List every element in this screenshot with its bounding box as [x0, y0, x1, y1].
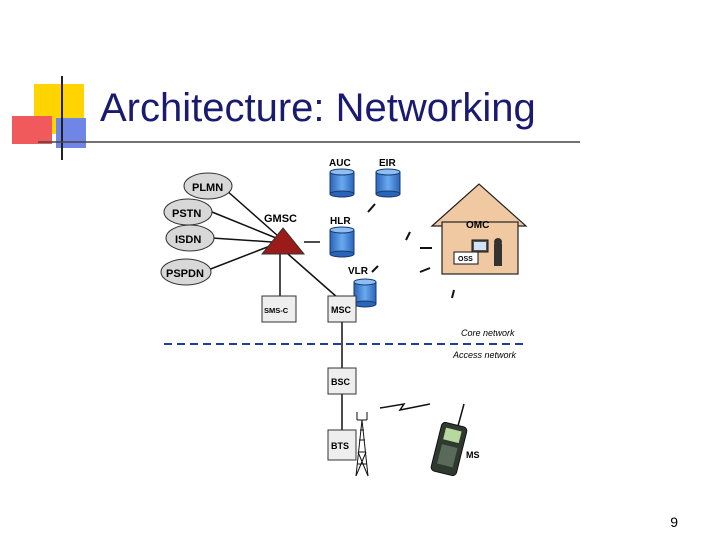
antenna-tower-icon	[355, 412, 369, 477]
hlr-database-icon	[329, 226, 355, 258]
mobile-phone-icon	[430, 403, 468, 477]
cloud-pspdn: PSPDN	[160, 258, 212, 286]
bsc-label: BSC	[331, 377, 351, 387]
oss-label: OSS	[458, 256, 473, 263]
bts-box	[327, 429, 357, 461]
cloud-isdn: ISDN	[165, 224, 215, 252]
msc-box	[327, 295, 357, 323]
sms-c-box	[261, 295, 297, 323]
access-network-label: Access network	[452, 350, 517, 360]
eir-database-icon	[375, 168, 401, 198]
hlr-label: HLR	[330, 216, 351, 227]
eir-label: EIR	[379, 158, 396, 169]
auc-label: AUC	[329, 158, 351, 169]
page-number: 9	[670, 514, 678, 530]
msc-label: MSC	[331, 305, 352, 315]
cloud-pstn: PSTN	[163, 198, 213, 226]
auc-database-icon	[329, 168, 355, 198]
cloud-plmn: PLMN	[183, 172, 233, 200]
ms-label: MS	[466, 450, 480, 460]
oss-workstation-icon	[471, 238, 502, 266]
slide-title: Architecture: Networking	[100, 86, 536, 130]
vlr-database-icon	[353, 278, 377, 308]
cloud-pspdn-label: PSPDN	[166, 268, 204, 280]
cloud-isdn-label: ISDN	[175, 234, 201, 246]
bsc-box	[327, 367, 357, 395]
core-network-label: Core network	[461, 328, 515, 338]
vlr-label: VLR	[348, 266, 369, 277]
bts-label: BTS	[331, 441, 349, 451]
gmsc-label: GMSC	[264, 213, 297, 225]
sms-c-label: SMS-C	[264, 306, 289, 315]
cloud-plmn-label: PLMN	[192, 182, 223, 194]
oss-box	[453, 251, 479, 265]
signaling-ticks	[367, 203, 455, 299]
accent-red-bar	[12, 116, 52, 144]
omc-label: OMC	[466, 220, 489, 231]
radio-link-icon	[379, 402, 431, 412]
gmsc-triangle	[260, 227, 306, 255]
cloud-pstn-label: PSTN	[172, 208, 201, 220]
